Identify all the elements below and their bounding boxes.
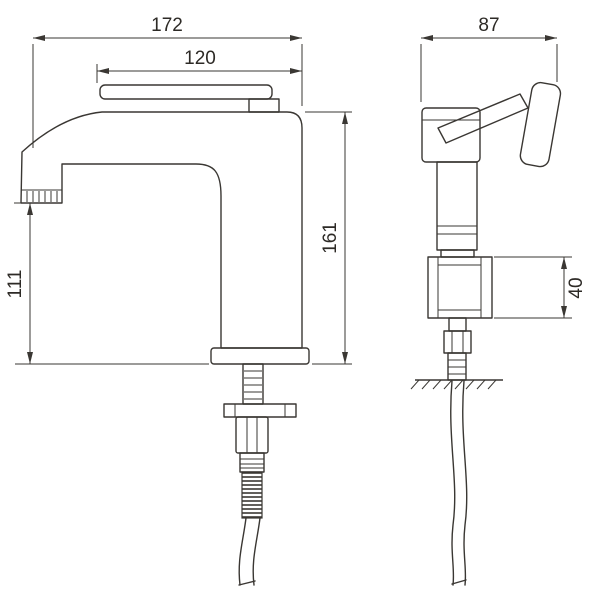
front-view: 172 120 161 111 (5, 15, 352, 586)
dim-label-spout-height: 111 (5, 270, 26, 299)
faucet-body-outline (20, 111, 303, 349)
base-flange (210, 347, 310, 365)
dim-label-body-height: 161 (320, 222, 341, 254)
dim-spout-top-width: 120 (96, 48, 302, 83)
side-body-column (436, 161, 478, 258)
side-handle-grip (519, 81, 562, 168)
side-base-block (427, 256, 493, 319)
threaded-stud (242, 363, 264, 405)
braided-connector (241, 471, 263, 519)
flexible-hose-front (238, 517, 261, 586)
side-shank (443, 317, 472, 381)
mounting-bar (223, 403, 297, 418)
handle-connector (248, 98, 280, 113)
handle-lever (99, 84, 273, 100)
dim-label-spout-top-width: 120 (184, 48, 216, 69)
dim-spout-height: 111 (5, 202, 209, 365)
dim-depth: 87 (420, 15, 558, 102)
dim-base-height: 40 (494, 256, 587, 319)
dim-label-overall-width: 172 (151, 15, 183, 36)
flexible-hose-side (450, 380, 468, 586)
hose-coupling (239, 452, 265, 473)
fixing-nut (235, 416, 269, 454)
mounting-surface (410, 379, 503, 390)
side-top-block (421, 107, 481, 163)
dim-label-base-height: 40 (566, 277, 587, 298)
side-handle-lever (437, 93, 529, 144)
dim-label-depth: 87 (478, 15, 499, 36)
dim-body-height: 161 (305, 111, 352, 365)
side-view: 87 40 (410, 15, 587, 586)
dim-overall-width: 172 (32, 15, 303, 148)
spout-aerator (21, 189, 62, 202)
